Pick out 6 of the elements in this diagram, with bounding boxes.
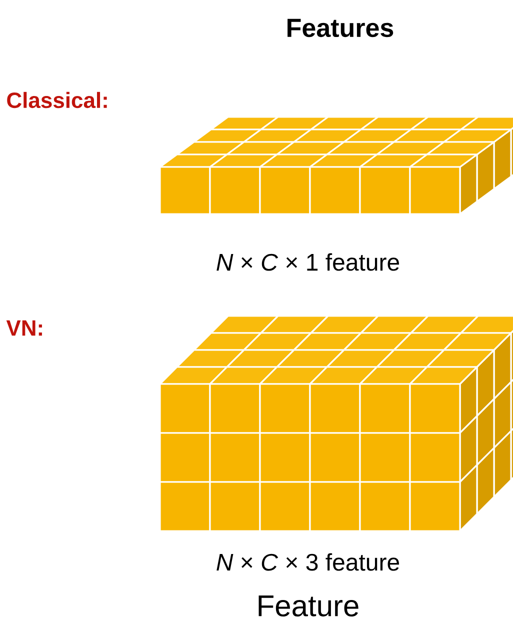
caption-label: Feature xyxy=(258,596,358,616)
caption-label: N × C × 3 feature xyxy=(216,553,400,571)
caption-label: N × C × 1 feature xyxy=(216,253,400,271)
heading-label: VN: xyxy=(6,320,42,336)
title: Features xyxy=(288,18,394,38)
heading-label: Classical: xyxy=(7,92,107,108)
